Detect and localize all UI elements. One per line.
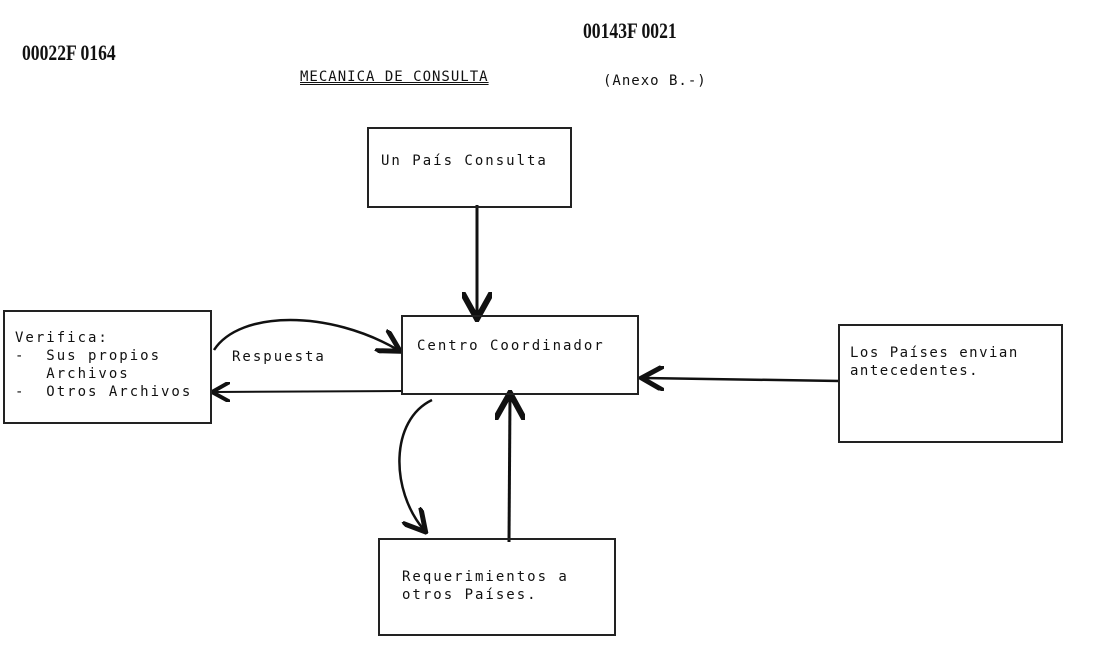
node-un-pais-consulta: Un País Consulta [367, 127, 572, 208]
node-label: Archivos [15, 366, 130, 382]
stamp-right: 00143F 0021 [583, 18, 677, 43]
node-label: Centro Coordinador [417, 338, 605, 354]
arrow-centro-to-requerimientos [398, 398, 433, 530]
node-label: - Sus propios [15, 348, 162, 364]
edge-label-respuesta: Respuesta [232, 349, 326, 365]
node-verifica: Verifica: - Sus propios Archivos - Otros A… [3, 310, 212, 424]
node-label: Requerimientos a [402, 569, 569, 585]
arrow-respuesta-curve [212, 318, 398, 350]
node-label: antecedentes. [850, 363, 980, 379]
node-label: otros Países. [402, 587, 538, 603]
node-label: Un País Consulta [381, 153, 548, 169]
arrow-requerimientos-to-centro [509, 396, 510, 543]
diagram-title: MECANICA DE CONSULTA [300, 69, 489, 85]
node-label: Verifica: [15, 330, 109, 346]
node-requerimientos: Requerimientos a otros Países. [378, 538, 616, 636]
arrow-paises-to-centro [644, 378, 841, 381]
node-label: Los Países envian [850, 345, 1019, 361]
stamp-left: 00022F 0164 [22, 40, 116, 65]
node-label: - Otros Archivos [15, 384, 193, 400]
diagram-subtitle: (Anexo B.-) [603, 73, 707, 89]
node-los-paises: Los Países envian antecedentes. [838, 324, 1063, 443]
arrow-centro-to-verifica [214, 391, 403, 392]
node-centro-coordinador: Centro Coordinador [401, 315, 639, 395]
